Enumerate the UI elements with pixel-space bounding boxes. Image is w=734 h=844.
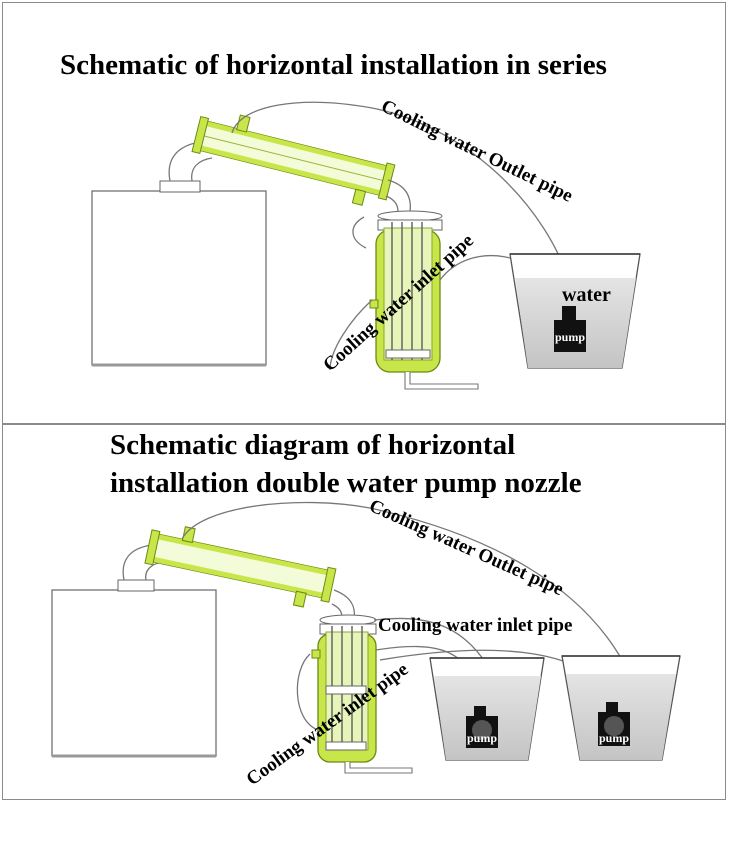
top-pump-label: pump (555, 330, 585, 344)
bottom-title-line2: installation double water pump nozzle (110, 467, 582, 499)
bottom-condenser (144, 526, 337, 608)
top-water-label: water (562, 284, 611, 306)
bottom-boiler-tank (51, 579, 217, 758)
bottom-label-inlet-pipe-right: Cooling water inlet pipe (378, 615, 572, 636)
top-pump: pump (554, 306, 586, 352)
bottom-label-outlet-pipe: Cooling water Outlet pipe (366, 495, 567, 600)
top-product-outlet (404, 372, 479, 390)
top-title: Schematic of horizontal installation in … (60, 49, 607, 81)
bottom-right-pump-label: pump (599, 731, 629, 745)
top-condenser (191, 114, 396, 206)
top-vertical-condenser (369, 210, 443, 373)
top-down-elbow (385, 179, 411, 213)
top-boiler-tank (91, 180, 267, 367)
bottom-vertical-condenser (311, 614, 377, 763)
top-label-outlet-pipe: Cooling water Outlet pipe (378, 96, 576, 207)
bottom-product-outlet (344, 762, 413, 774)
bottom-left-pump-label: pump (467, 731, 497, 745)
bottom-down-elbow (331, 589, 356, 619)
bottom-left-pump: pump (466, 706, 498, 748)
bottom-right-pump: pump (598, 702, 630, 746)
bottom-title-line1: Schematic diagram of horizontal (110, 429, 515, 461)
